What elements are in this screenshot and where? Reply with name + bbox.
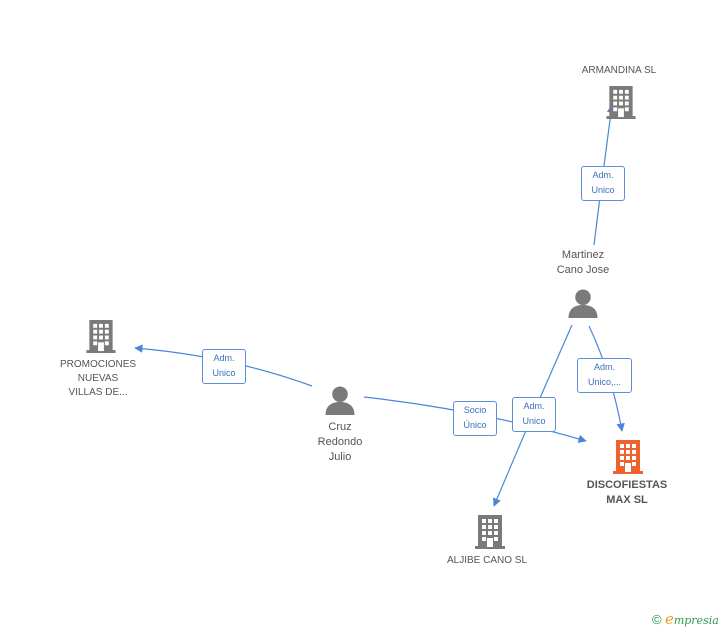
- role-line: Adm.: [592, 170, 614, 180]
- role-line: Unico: [212, 368, 236, 378]
- company-name: ALJIBE CANO SL: [446, 555, 528, 566]
- company-name-line: PROMOCIONES: [59, 359, 137, 370]
- person-name-line: Cano Jose: [556, 264, 610, 276]
- person-icon[interactable]: [325, 386, 355, 415]
- role-line: Unico: [522, 416, 546, 426]
- brand-logo-text: mpresia: [673, 614, 719, 627]
- person-name-line: Redondo: [317, 436, 363, 448]
- node-label-aljibe[interactable]: ALJIBE CANO SL: [427, 554, 547, 568]
- company-name-line: DISCOFIESTAS: [586, 479, 668, 491]
- company-name-line: NUEVAS: [77, 373, 119, 384]
- person-name-line: Martinez: [561, 249, 605, 261]
- building-icon[interactable]: [86, 320, 116, 353]
- role-line: Adm.: [213, 353, 235, 363]
- person-name-line: Julio: [328, 451, 352, 463]
- edge-label-martinez-discofiestas[interactable]: Adm. Unico,...: [577, 358, 632, 393]
- company-name-line: VILLAS DE...: [68, 387, 128, 398]
- node-label-armandina[interactable]: ARMANDINA SL: [560, 64, 678, 78]
- node-label-promociones[interactable]: PROMOCIONES NUEVAS VILLAS DE...: [48, 358, 148, 400]
- edge-label-martinez-aljibe[interactable]: Adm. Unico: [512, 397, 556, 432]
- brand-logo-e: e: [664, 610, 674, 628]
- edge-label-martinez-armandina[interactable]: Adm. Unico: [581, 166, 625, 201]
- person-icon[interactable]: [568, 289, 598, 318]
- edge-label-cruz-discofiestas[interactable]: Socio Único: [453, 401, 497, 436]
- node-label-cruz[interactable]: Cruz Redondo Julio: [290, 420, 390, 465]
- role-line: Unico: [591, 185, 615, 195]
- role-line: Unico,...: [587, 377, 621, 387]
- empresia-watermark: © empresia: [652, 610, 719, 628]
- building-icon[interactable]: [475, 515, 505, 549]
- role-line: Único: [463, 420, 487, 430]
- node-label-martinez[interactable]: Martinez Cano Jose: [533, 248, 633, 278]
- role-line: Adm.: [523, 401, 545, 411]
- person-name-line: Cruz: [328, 421, 352, 433]
- company-name-line: MAX SL: [606, 494, 648, 506]
- copyright-symbol: ©: [652, 612, 662, 627]
- building-icon[interactable]: [606, 86, 636, 119]
- role-line: Socio: [463, 405, 487, 415]
- building-icon-main[interactable]: [613, 440, 643, 474]
- company-name: ARMANDINA SL: [581, 65, 657, 76]
- node-label-discofiestas[interactable]: DISCOFIESTAS MAX SL: [572, 478, 682, 508]
- edge-label-cruz-promociones[interactable]: Adm. Unico: [202, 349, 246, 384]
- role-line: Adm.: [593, 362, 615, 372]
